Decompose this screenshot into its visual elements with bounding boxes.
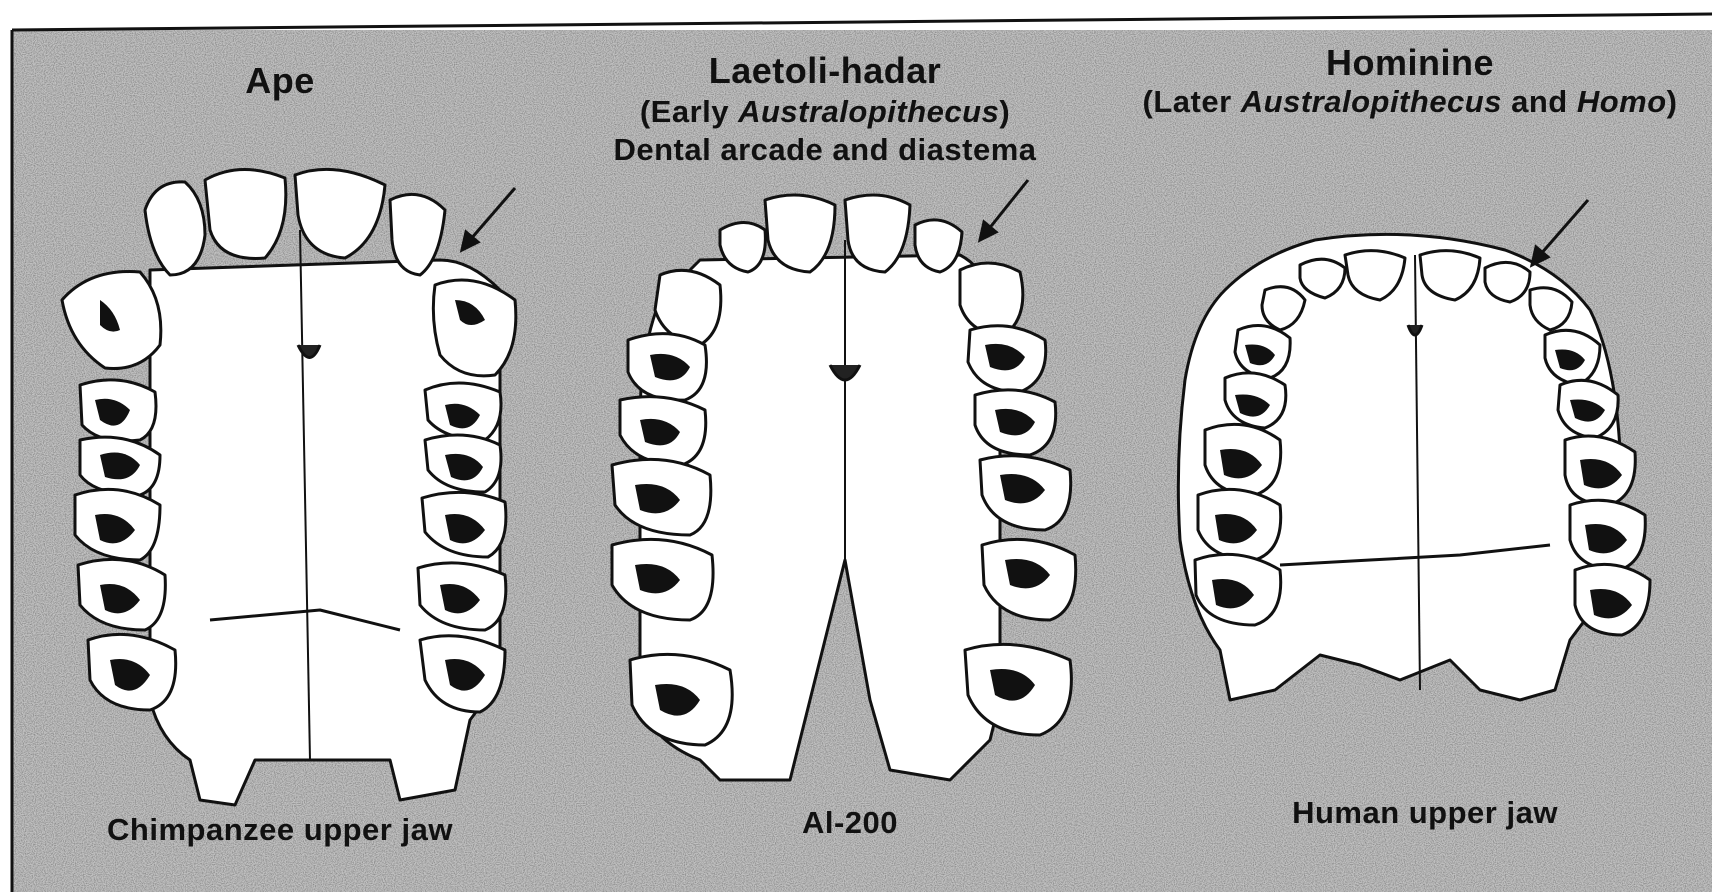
human-caption: Human upper jaw [1280, 795, 1570, 831]
laetoli-caption: Al-200 [760, 805, 940, 841]
laetoli-title: Laetoli-hadar [660, 50, 990, 92]
ape-title: Ape [200, 60, 360, 102]
laetoli-subtitle-line2: Dental arcade and diastema [585, 132, 1065, 168]
human-jaw-drawing [1178, 234, 1650, 700]
ape-caption: Chimpanzee upper jaw [100, 812, 460, 848]
laetoli-subtitle: (Early Australopithecus) [580, 94, 1070, 130]
hominine-subtitle: (Later Australopithecus and Homo) [1120, 84, 1700, 120]
hominine-title: Hominine [1280, 42, 1540, 84]
